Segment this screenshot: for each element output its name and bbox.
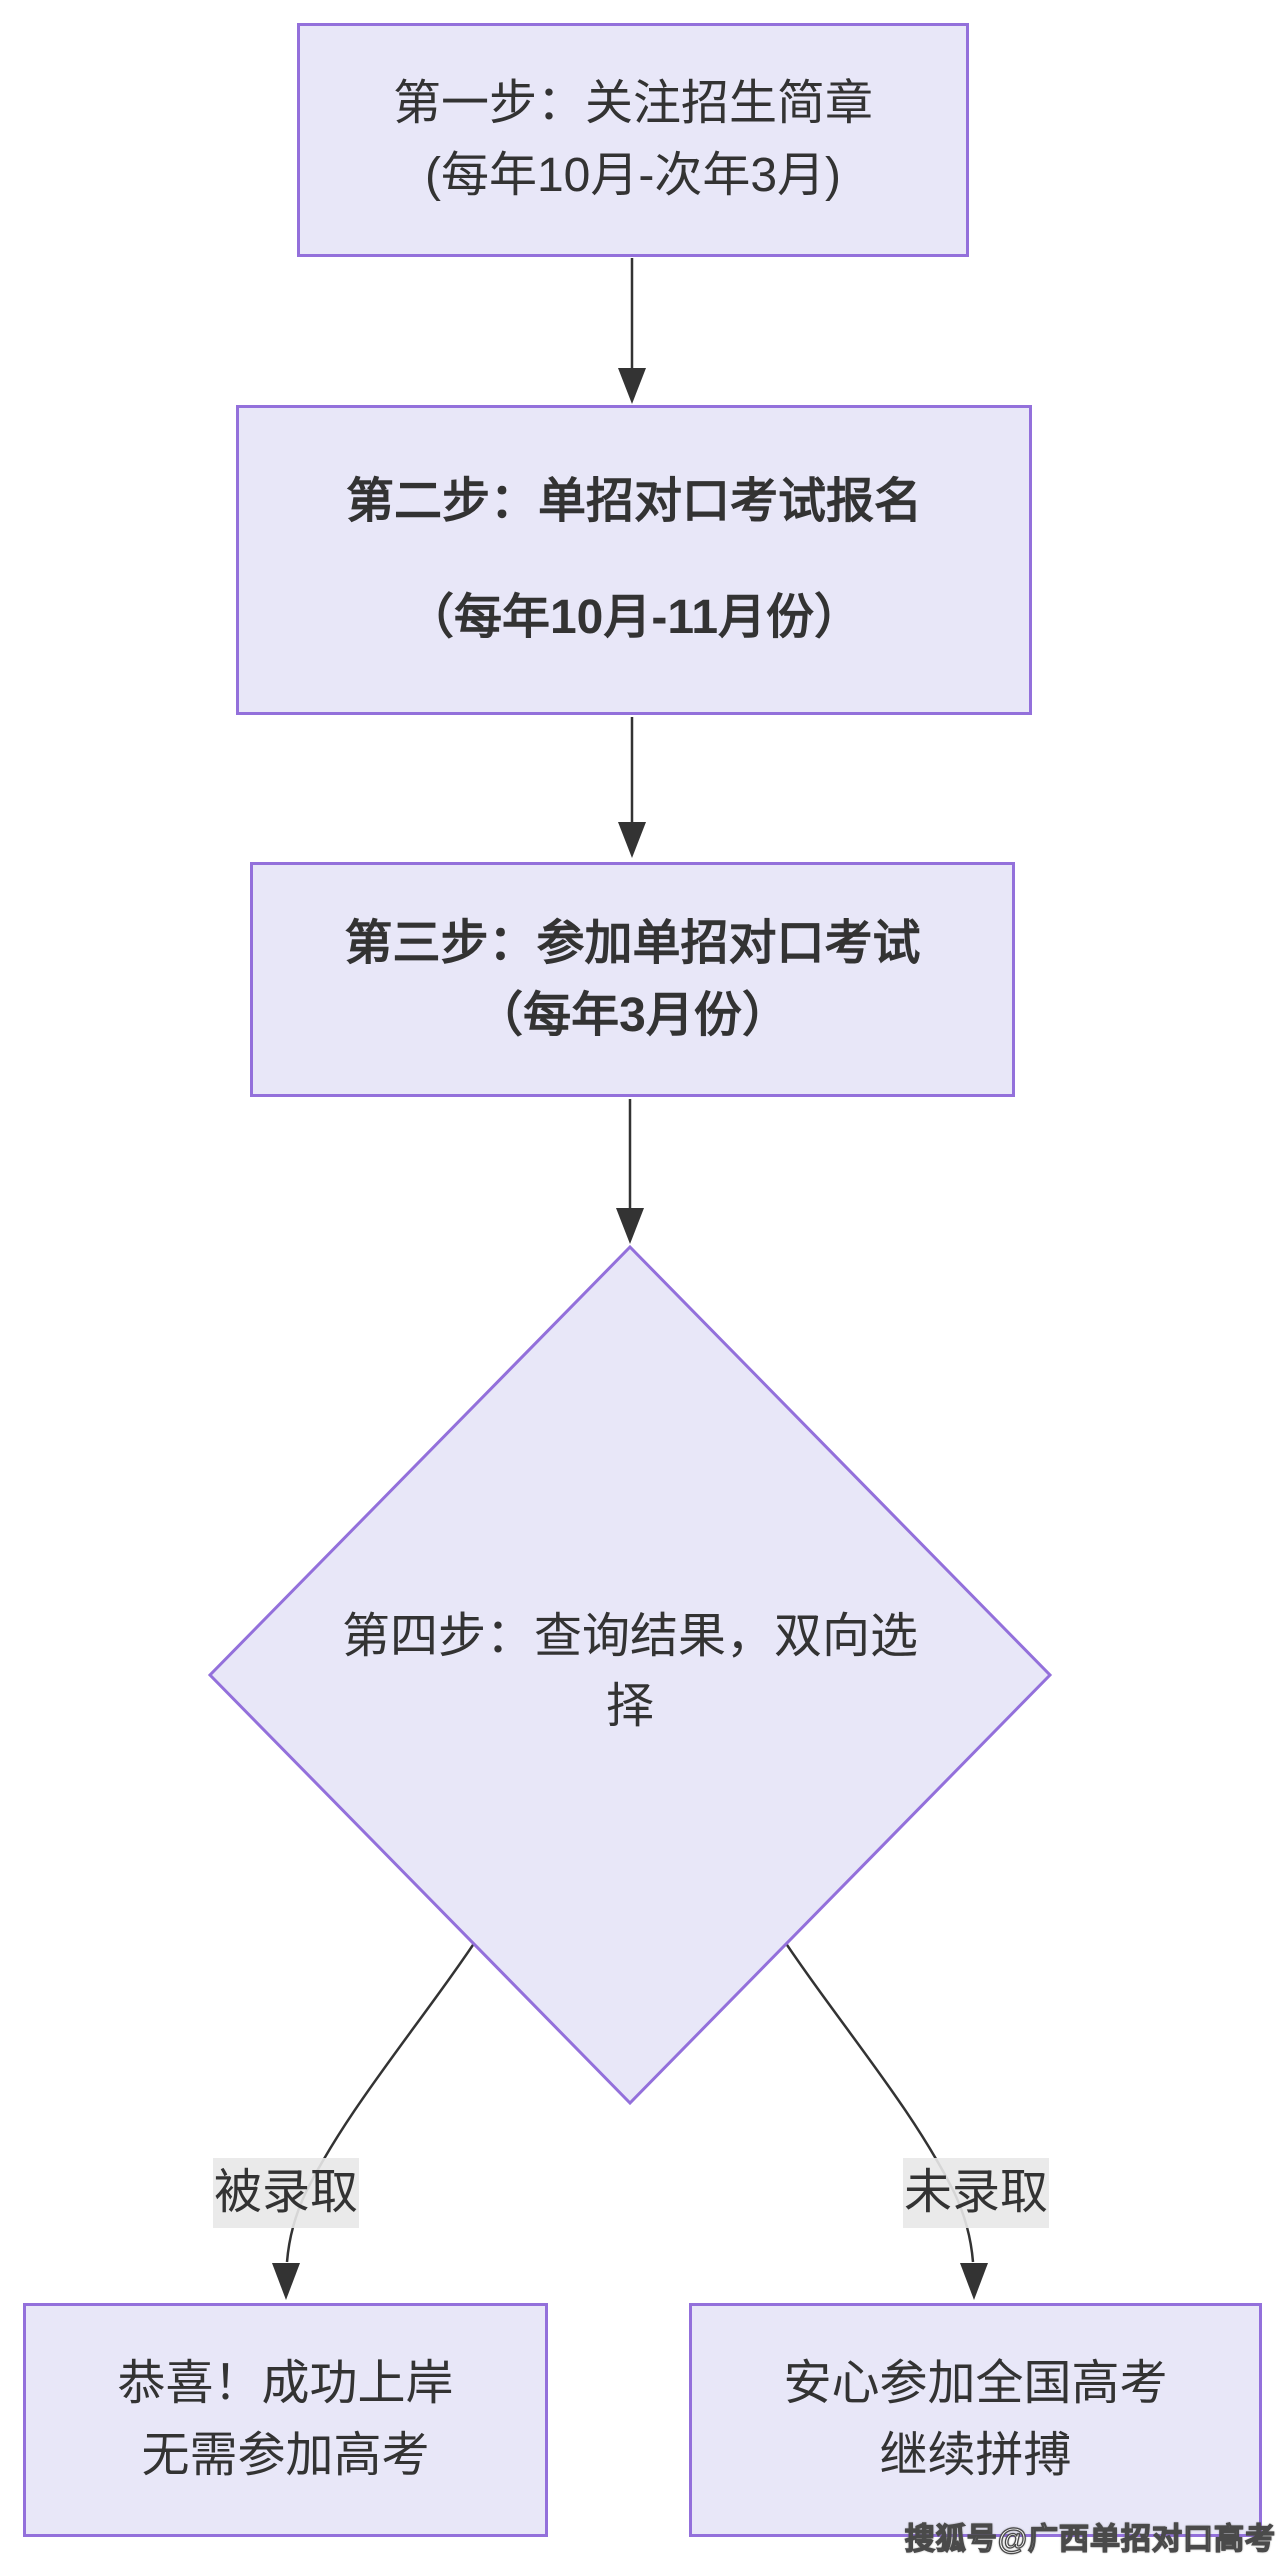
step2-box: 第二步：单招对口考试报名 （每年10月-11月份） bbox=[236, 405, 1032, 715]
step1-box: 第一步：关注招生简章 (每年10月-次年3月) bbox=[297, 23, 969, 257]
step3-box: 第三步：参加单招对口考试 （每年3月份） bbox=[250, 862, 1015, 1097]
arrowhead-rejected bbox=[960, 2263, 988, 2300]
outcome-rejected-line2: 继续拼搏 bbox=[879, 2429, 1072, 2482]
outcome-rejected-box: 安心参加全国高考 继续拼搏 bbox=[689, 2303, 1262, 2537]
step3-subtitle: （每年3月份） bbox=[475, 988, 790, 1042]
arrowhead-step4 bbox=[616, 1208, 644, 1244]
outcome-accepted-box: 恭喜！成功上岸 无需参加高考 bbox=[23, 2303, 548, 2537]
arrowhead-accepted bbox=[272, 2263, 300, 2300]
step2-title: 第二步：单招对口考试报名 bbox=[345, 475, 922, 528]
decision-diamond bbox=[207, 1244, 1053, 2106]
outcome-rejected-line1: 安心参加全国高考 bbox=[783, 2357, 1168, 2410]
arrowhead-step3 bbox=[618, 822, 646, 858]
step1-title: 第一步：关注招生简章 bbox=[392, 77, 873, 130]
step2-subtitle: （每年10月-11月份） bbox=[405, 591, 863, 644]
step4-text: 第四步：查询结果，双向选择 bbox=[341, 1610, 918, 1733]
step3-title: 第三步：参加单招对口考试 bbox=[344, 916, 921, 970]
branch-label-rejected: 未录取 bbox=[903, 2158, 1049, 2228]
watermark: 搜狐号@广西单招对口高考 bbox=[904, 2522, 1276, 2556]
outcome-accepted-line1: 恭喜！成功上岸 bbox=[117, 2357, 454, 2410]
outcome-accepted-line2: 无需参加高考 bbox=[141, 2429, 430, 2482]
branch-label-accepted: 被录取 bbox=[213, 2158, 359, 2228]
step1-subtitle: (每年10月-次年3月) bbox=[424, 149, 842, 202]
arrowhead-step2 bbox=[618, 368, 646, 404]
